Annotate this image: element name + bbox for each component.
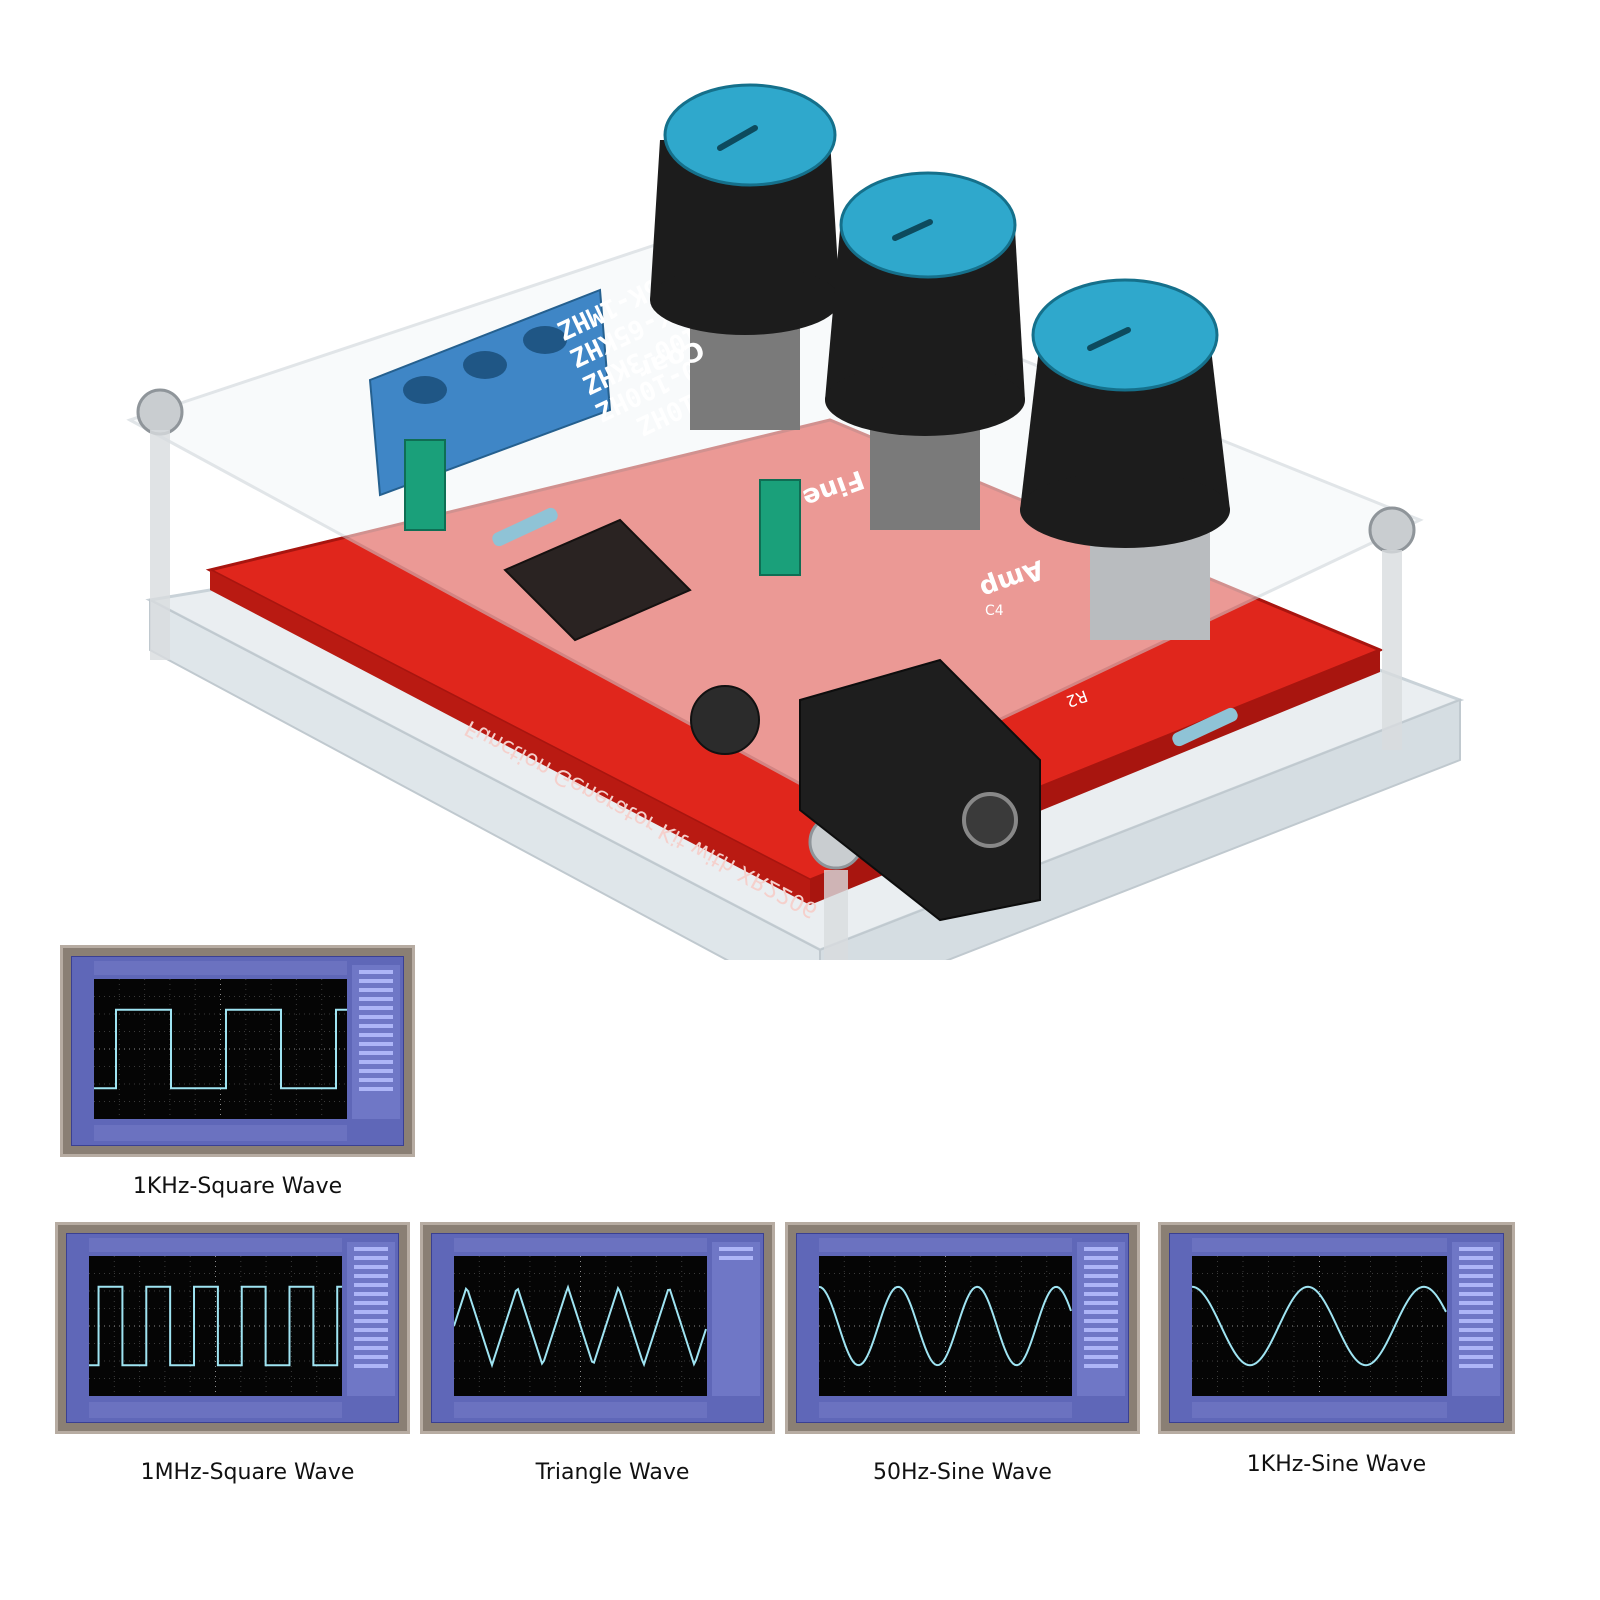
knob-fine [825, 171, 1025, 530]
scope-bottom-bar [819, 1402, 1072, 1418]
caption: 1MHz-Square Wave [140, 1460, 355, 1485]
scope-screen [431, 1233, 764, 1423]
waveform-trace [89, 1285, 342, 1367]
screw-head [1368, 506, 1416, 554]
scope-bottom-bar [94, 1125, 347, 1141]
scope-measure-panel [347, 1242, 395, 1396]
scope-1khz-square [60, 945, 415, 1157]
caption: Triangle Wave [535, 1460, 690, 1485]
scope-50hz-sine [785, 1222, 1140, 1434]
scope-measure-panel [352, 965, 400, 1119]
knob-coarse [650, 83, 840, 430]
waveform [454, 1256, 707, 1396]
terminal-hole [463, 351, 507, 379]
component-label-c4: C4 [985, 603, 1004, 619]
waveform [1192, 1256, 1447, 1396]
pcb-edge [210, 570, 810, 905]
jumper [404, 439, 446, 531]
waveform-trace [1192, 1285, 1447, 1367]
waveform [819, 1256, 1072, 1396]
waveform-trace [454, 1284, 707, 1369]
screw-post [1382, 550, 1402, 750]
resistor [1172, 707, 1238, 747]
function-generator-kit-illustration: 1-10HZ 10-100HZ 100-3KHZ 3K-65KHZ 65K-1M… [126, 83, 1465, 960]
terminal-hole [403, 376, 447, 404]
scope-screen [66, 1233, 399, 1423]
caption: 1KHz-Square Wave [132, 1174, 343, 1199]
scope-1mhz-square [55, 1222, 410, 1434]
screw-head [136, 388, 184, 436]
knob-amp [1020, 278, 1230, 640]
scope-measure-panel [1077, 1242, 1125, 1396]
dc-jack-socket [962, 792, 1018, 848]
scope-top-bar [89, 1238, 342, 1252]
screw-post [824, 870, 848, 960]
scope-top-bar [1192, 1238, 1447, 1252]
terminal-hole [523, 326, 567, 354]
screw-post [150, 430, 170, 660]
resistor [492, 507, 558, 547]
caption: 50Hz-Sine Wave [873, 1460, 1052, 1485]
waveform-trace [94, 1008, 347, 1090]
scope-screen [796, 1233, 1129, 1423]
capacitor [690, 685, 760, 755]
jumper [759, 479, 801, 576]
scope-bottom-bar [89, 1402, 342, 1418]
scope-1khz-sine [1158, 1222, 1515, 1434]
scope-screen [1169, 1233, 1504, 1423]
scope-measure-panel [712, 1242, 760, 1396]
scope-top-bar [454, 1238, 707, 1252]
scope-bottom-bar [1192, 1402, 1447, 1418]
waveform [89, 1256, 342, 1396]
scope-measure-panel [1452, 1242, 1500, 1396]
ic-chip [503, 518, 692, 642]
waveform [94, 979, 347, 1119]
scope-bottom-bar [454, 1402, 707, 1418]
caption: 1KHz-Sine Wave [1246, 1452, 1427, 1477]
dc-power-jack [799, 658, 1041, 922]
scope-triangle [420, 1222, 775, 1434]
scope-top-bar [94, 961, 347, 975]
scope-top-bar [819, 1238, 1072, 1252]
scope-screen [71, 956, 404, 1146]
waveform-trace [819, 1285, 1072, 1367]
